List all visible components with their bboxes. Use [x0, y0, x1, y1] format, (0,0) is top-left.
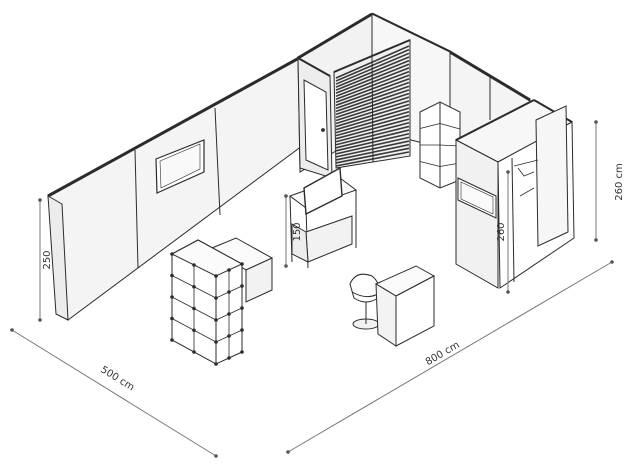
shelf-connector-knob [214, 318, 218, 322]
shelf-connector-knob [227, 356, 231, 360]
counter-height-dimension-label: 150 [292, 222, 303, 241]
shelf-connector-knob [192, 284, 196, 289]
shelf-connector-knob [227, 290, 231, 294]
shelf-connector-knob [240, 306, 244, 310]
dimension-lines [10, 120, 614, 458]
front-cube-shelf [170, 239, 244, 366]
meeting-cabin [454, 99, 575, 289]
shelf-connector-knob [240, 350, 244, 354]
shelf-connector-knob [170, 295, 174, 299]
back-shelf-row-line [439, 123, 461, 130]
shelf-connector-knob [192, 328, 196, 333]
shelf-connector-knob [227, 334, 231, 338]
shelf-connector-knob [170, 316, 174, 321]
outer-height-dimension-label: 260 cm [614, 163, 625, 201]
slatted-wall [333, 39, 411, 169]
left-counter [210, 237, 274, 303]
back-cube-shelf [419, 101, 461, 189]
shelf-connector-knob [170, 338, 174, 342]
shelf-connector-knob [214, 362, 218, 366]
shelf-connector-knob [240, 262, 244, 266]
shelf-connector-knob [240, 328, 244, 332]
left-end-panel [47, 195, 69, 321]
back-shelf-row-line [419, 161, 441, 167]
shelf-connector-knob [227, 312, 231, 316]
swivel-chair [349, 273, 380, 330]
reception-desk [374, 265, 436, 347]
shelf-connector-knob [214, 340, 218, 344]
shelf-connector-knob [170, 252, 174, 256]
wall-screen [155, 139, 205, 194]
back-shelf-row-line [419, 123, 441, 129]
shelf-connector-knob [214, 296, 218, 300]
shelf-connector-knob [240, 284, 244, 288]
cabin-height-dimension-label: 260 [496, 222, 507, 241]
shelf-connector-knob [192, 350, 196, 354]
shelf-connector-knob [192, 306, 196, 311]
wall-height-dimension-label: 250 [42, 250, 53, 269]
width-dimension-line [287, 261, 613, 453]
shelf-connector-knob [214, 274, 218, 278]
depth-dimension-line [11, 329, 217, 457]
display-counter [288, 166, 358, 269]
shelf-connector-knob [170, 273, 174, 278]
depth-dimension-label: 500 cm [98, 364, 136, 393]
shelf-connector-knob [227, 268, 231, 272]
storage-door [303, 79, 329, 171]
shelf-connector-knob [192, 263, 196, 267]
